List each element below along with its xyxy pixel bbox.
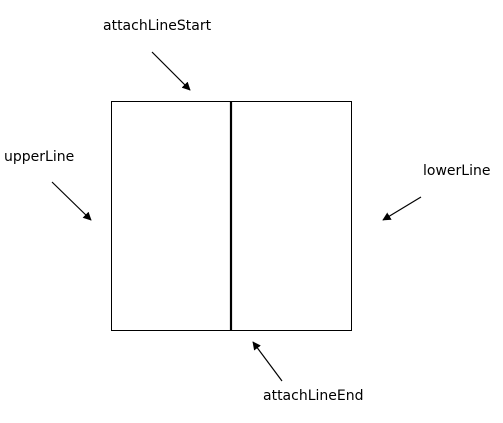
arrow-lower-line [382,196,422,221]
arrow-attach-line-end [252,341,283,382]
arrow-upper-line [51,181,92,221]
lower-line-label: lowerLine [423,163,491,179]
arrow-attach-line-start [151,51,191,91]
attach-line-end-label: attachLineEnd [263,388,364,404]
attach-line-start-label: attachLineStart [103,18,212,34]
upper-line-label: upperLine [4,149,75,165]
